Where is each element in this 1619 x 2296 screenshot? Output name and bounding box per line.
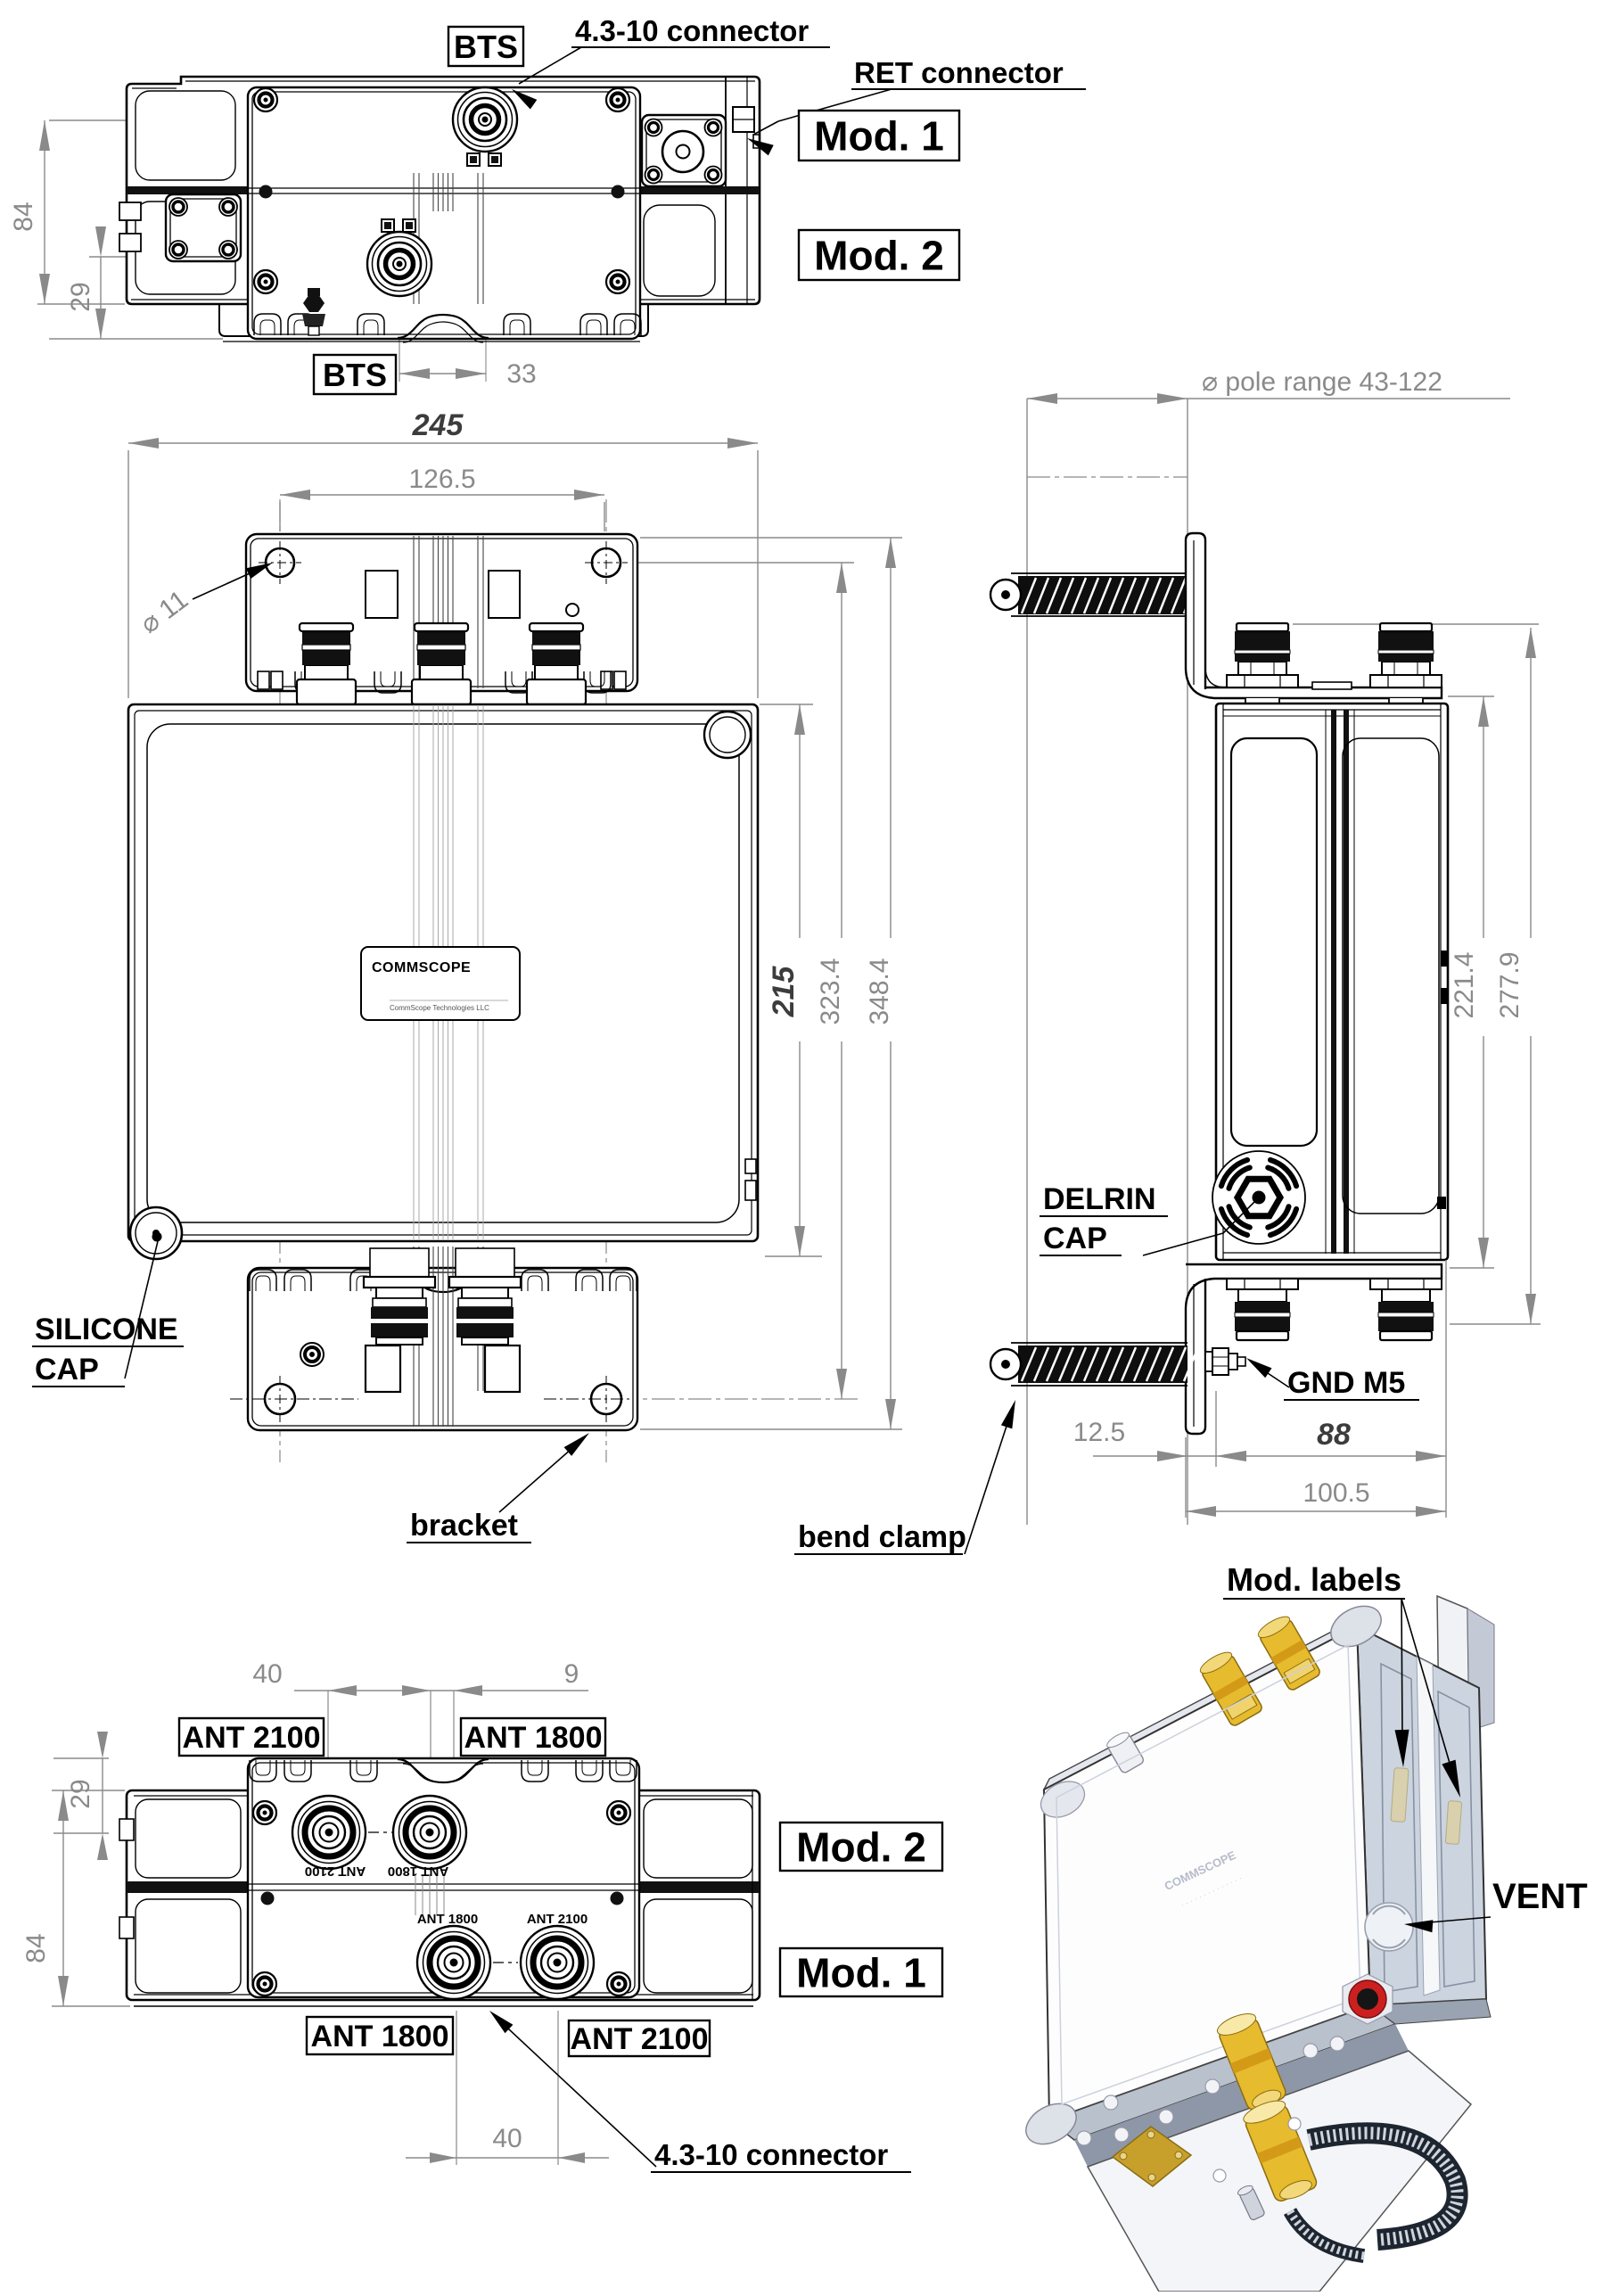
svg-text:⌀ pole range 43-122: ⌀ pole range 43-122 [1202,367,1442,397]
svg-text:29: 29 [66,282,95,311]
svg-text:348.4: 348.4 [865,958,894,1025]
svg-text:323.4: 323.4 [816,958,845,1025]
svg-text:BTS: BTS [323,357,387,393]
svg-text:221.4: 221.4 [1450,951,1479,1018]
svg-text:Mod. labels: Mod. labels [1227,1561,1401,1598]
svg-text:SILICONE: SILICONE [35,1313,178,1346]
svg-text:GND M5: GND M5 [1287,1366,1405,1400]
svg-text:29: 29 [66,1779,95,1808]
svg-text:CAP: CAP [1043,1222,1107,1255]
svg-text:100.5: 100.5 [1303,1478,1369,1508]
svg-text:4.3-10 connector: 4.3-10 connector [575,14,809,47]
svg-text:Mod. 2: Mod. 2 [796,1824,926,1871]
svg-text:ANT 1800: ANT 1800 [311,2020,449,2053]
svg-text:12.5: 12.5 [1073,1418,1125,1447]
svg-text:ANT 2100: ANT 2100 [571,2022,709,2056]
svg-text:ANT 1800: ANT 1800 [388,1864,448,1879]
svg-text:ANT 2100: ANT 2100 [305,1864,366,1879]
svg-text:40: 40 [252,1659,282,1689]
svg-text:CAP: CAP [35,1353,99,1387]
svg-text:84: 84 [21,1933,51,1963]
svg-text:ANT 2100: ANT 2100 [527,1912,588,1927]
svg-text:DELRIN: DELRIN [1043,1182,1156,1216]
svg-text:126.5: 126.5 [408,465,475,494]
svg-text:84: 84 [9,202,38,231]
svg-text:ANT 2100: ANT 2100 [183,1721,321,1755]
svg-text:277.9: 277.9 [1495,951,1524,1018]
svg-text:bend clamp: bend clamp [798,1520,966,1554]
svg-text:Mod. 1: Mod. 1 [796,1950,926,1996]
svg-text:9: 9 [564,1659,579,1689]
svg-text:bracket: bracket [410,1509,518,1543]
svg-text:ANT 1800: ANT 1800 [464,1721,603,1755]
svg-text:88: 88 [1317,1418,1351,1452]
svg-text:COMMSCOPE: COMMSCOPE [372,960,471,975]
svg-text:215: 215 [767,966,801,1018]
svg-text:245: 245 [412,408,464,442]
svg-text:40: 40 [492,2124,522,2153]
svg-text:RET connector: RET connector [854,56,1064,89]
svg-text:Mod. 1: Mod. 1 [814,113,944,160]
svg-text:Mod. 2: Mod. 2 [814,233,944,279]
svg-text:ANT 1800: ANT 1800 [417,1912,478,1927]
svg-text:VENT: VENT [1492,1877,1588,1916]
svg-text:33: 33 [506,359,536,389]
svg-text:CommScope Technologies LLC: CommScope Technologies LLC [390,1004,489,1012]
svg-text:4.3-10 connector: 4.3-10 connector [654,2138,888,2171]
svg-text:BTS: BTS [454,29,518,65]
